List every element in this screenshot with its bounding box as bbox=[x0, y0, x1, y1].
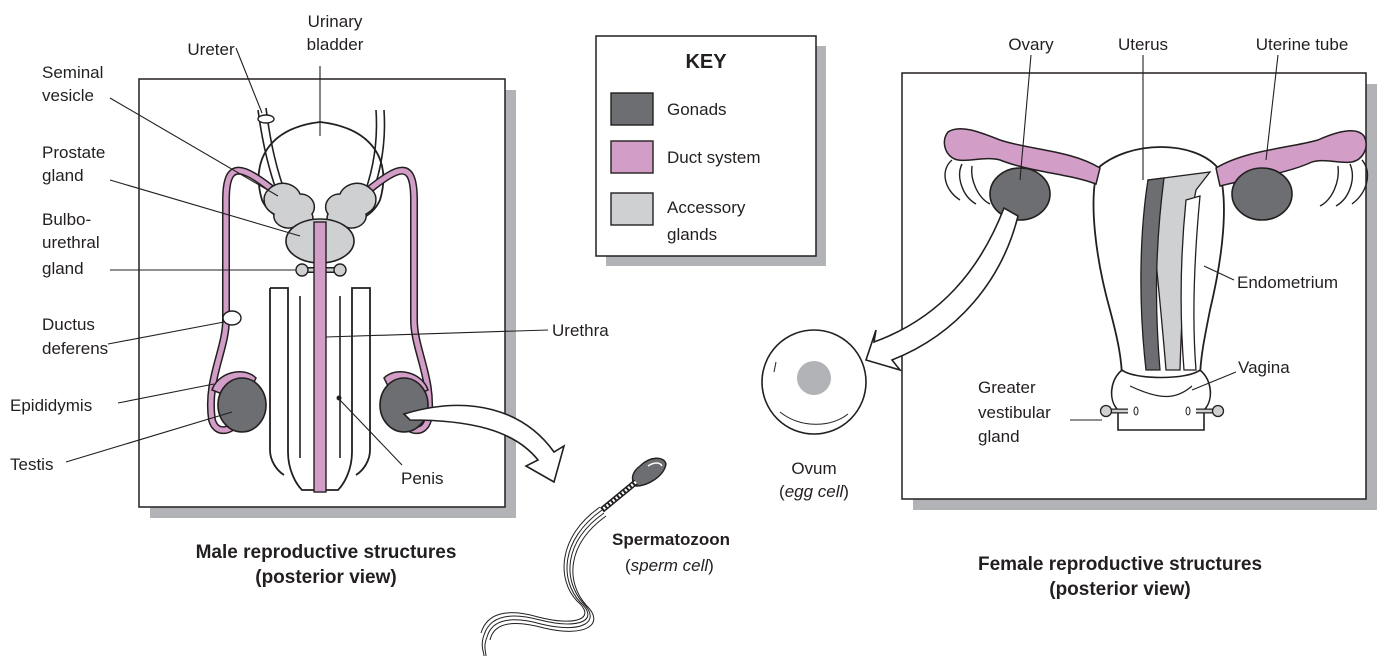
female-title-1: Female reproductive structures bbox=[978, 554, 1262, 575]
label-penis: Penis bbox=[401, 469, 444, 488]
label-prostate-2: gland bbox=[42, 166, 84, 185]
key-swatch-accessory bbox=[611, 193, 653, 225]
label-uterus: Uterus bbox=[1118, 35, 1168, 54]
label-urinary-bladder-2: bladder bbox=[307, 35, 364, 54]
key-label-accessory-1: Accessory bbox=[667, 198, 746, 217]
label-prostate-1: Prostate bbox=[42, 143, 105, 162]
left-testis-shape bbox=[218, 378, 266, 432]
left-vestibular-gland-shape bbox=[1101, 406, 1112, 417]
label-spermatozoon: Spermatozoon bbox=[612, 530, 730, 549]
right-vestibular-gland-shape bbox=[1213, 406, 1224, 417]
label-seminal-vesicle-2: vesicle bbox=[42, 86, 94, 105]
ovum-nucleus bbox=[797, 361, 831, 395]
label-ductus-1: Ductus bbox=[42, 315, 95, 334]
label-egg-cell: (egg cell) bbox=[779, 482, 849, 501]
male-panel: Ureter Urinary bladder Seminal vesicle P… bbox=[10, 12, 609, 588]
key-label-duct: Duct system bbox=[667, 148, 761, 167]
label-ureter: Ureter bbox=[187, 40, 235, 59]
label-bulbo-2: urethral bbox=[42, 233, 100, 252]
label-greater-3: gland bbox=[978, 427, 1020, 446]
label-bulbo-1: Bulbo- bbox=[42, 210, 91, 229]
key-swatch-gonads bbox=[611, 93, 653, 125]
label-bulbo-3: gland bbox=[42, 259, 84, 278]
right-bulbourethral-shape bbox=[334, 264, 346, 276]
label-uterine-tube: Uterine tube bbox=[1256, 35, 1349, 54]
label-greater-2: vestibular bbox=[978, 403, 1051, 422]
male-title-2: (posterior view) bbox=[255, 567, 396, 588]
key-label-gonads: Gonads bbox=[667, 100, 727, 119]
male-title-1: Male reproductive structures bbox=[196, 542, 457, 563]
key-swatch-duct bbox=[611, 141, 653, 173]
label-ovary: Ovary bbox=[1008, 35, 1054, 54]
label-ovum: Ovum bbox=[791, 459, 836, 478]
sperm-tail bbox=[481, 507, 606, 656]
label-ductus-2: deferens bbox=[42, 339, 108, 358]
urethra-shape bbox=[314, 222, 326, 492]
key-label-accessory-2: glands bbox=[667, 225, 717, 244]
female-title-2: (posterior view) bbox=[1049, 579, 1190, 600]
label-sperm-cell: (sperm cell) bbox=[625, 556, 714, 575]
label-urinary-bladder-1: Urinary bbox=[308, 12, 363, 31]
key-title: KEY bbox=[685, 51, 727, 73]
label-testis: Testis bbox=[10, 455, 53, 474]
key-box: KEY Gonads Duct system Accessory glands bbox=[596, 36, 826, 266]
vagina-shape bbox=[1112, 370, 1211, 430]
label-epididymis: Epididymis bbox=[10, 396, 92, 415]
sperm-head-shape bbox=[633, 458, 666, 486]
left-bulbourethral-shape bbox=[296, 264, 308, 276]
label-seminal-vesicle-1: Seminal bbox=[42, 63, 103, 82]
female-panel: Ovary Uterus Uterine tube Endometrium Va… bbox=[866, 35, 1377, 600]
spermatozoon: Spermatozoon (sperm cell) bbox=[481, 458, 730, 656]
right-ovary-shape bbox=[1232, 168, 1292, 220]
label-endometrium: Endometrium bbox=[1237, 273, 1338, 292]
label-vagina: Vagina bbox=[1238, 358, 1290, 377]
label-urethra: Urethra bbox=[552, 321, 609, 340]
right-testis-shape bbox=[380, 378, 428, 432]
label-greater-1: Greater bbox=[978, 378, 1036, 397]
ovum: Ovum (egg cell) bbox=[762, 330, 866, 501]
